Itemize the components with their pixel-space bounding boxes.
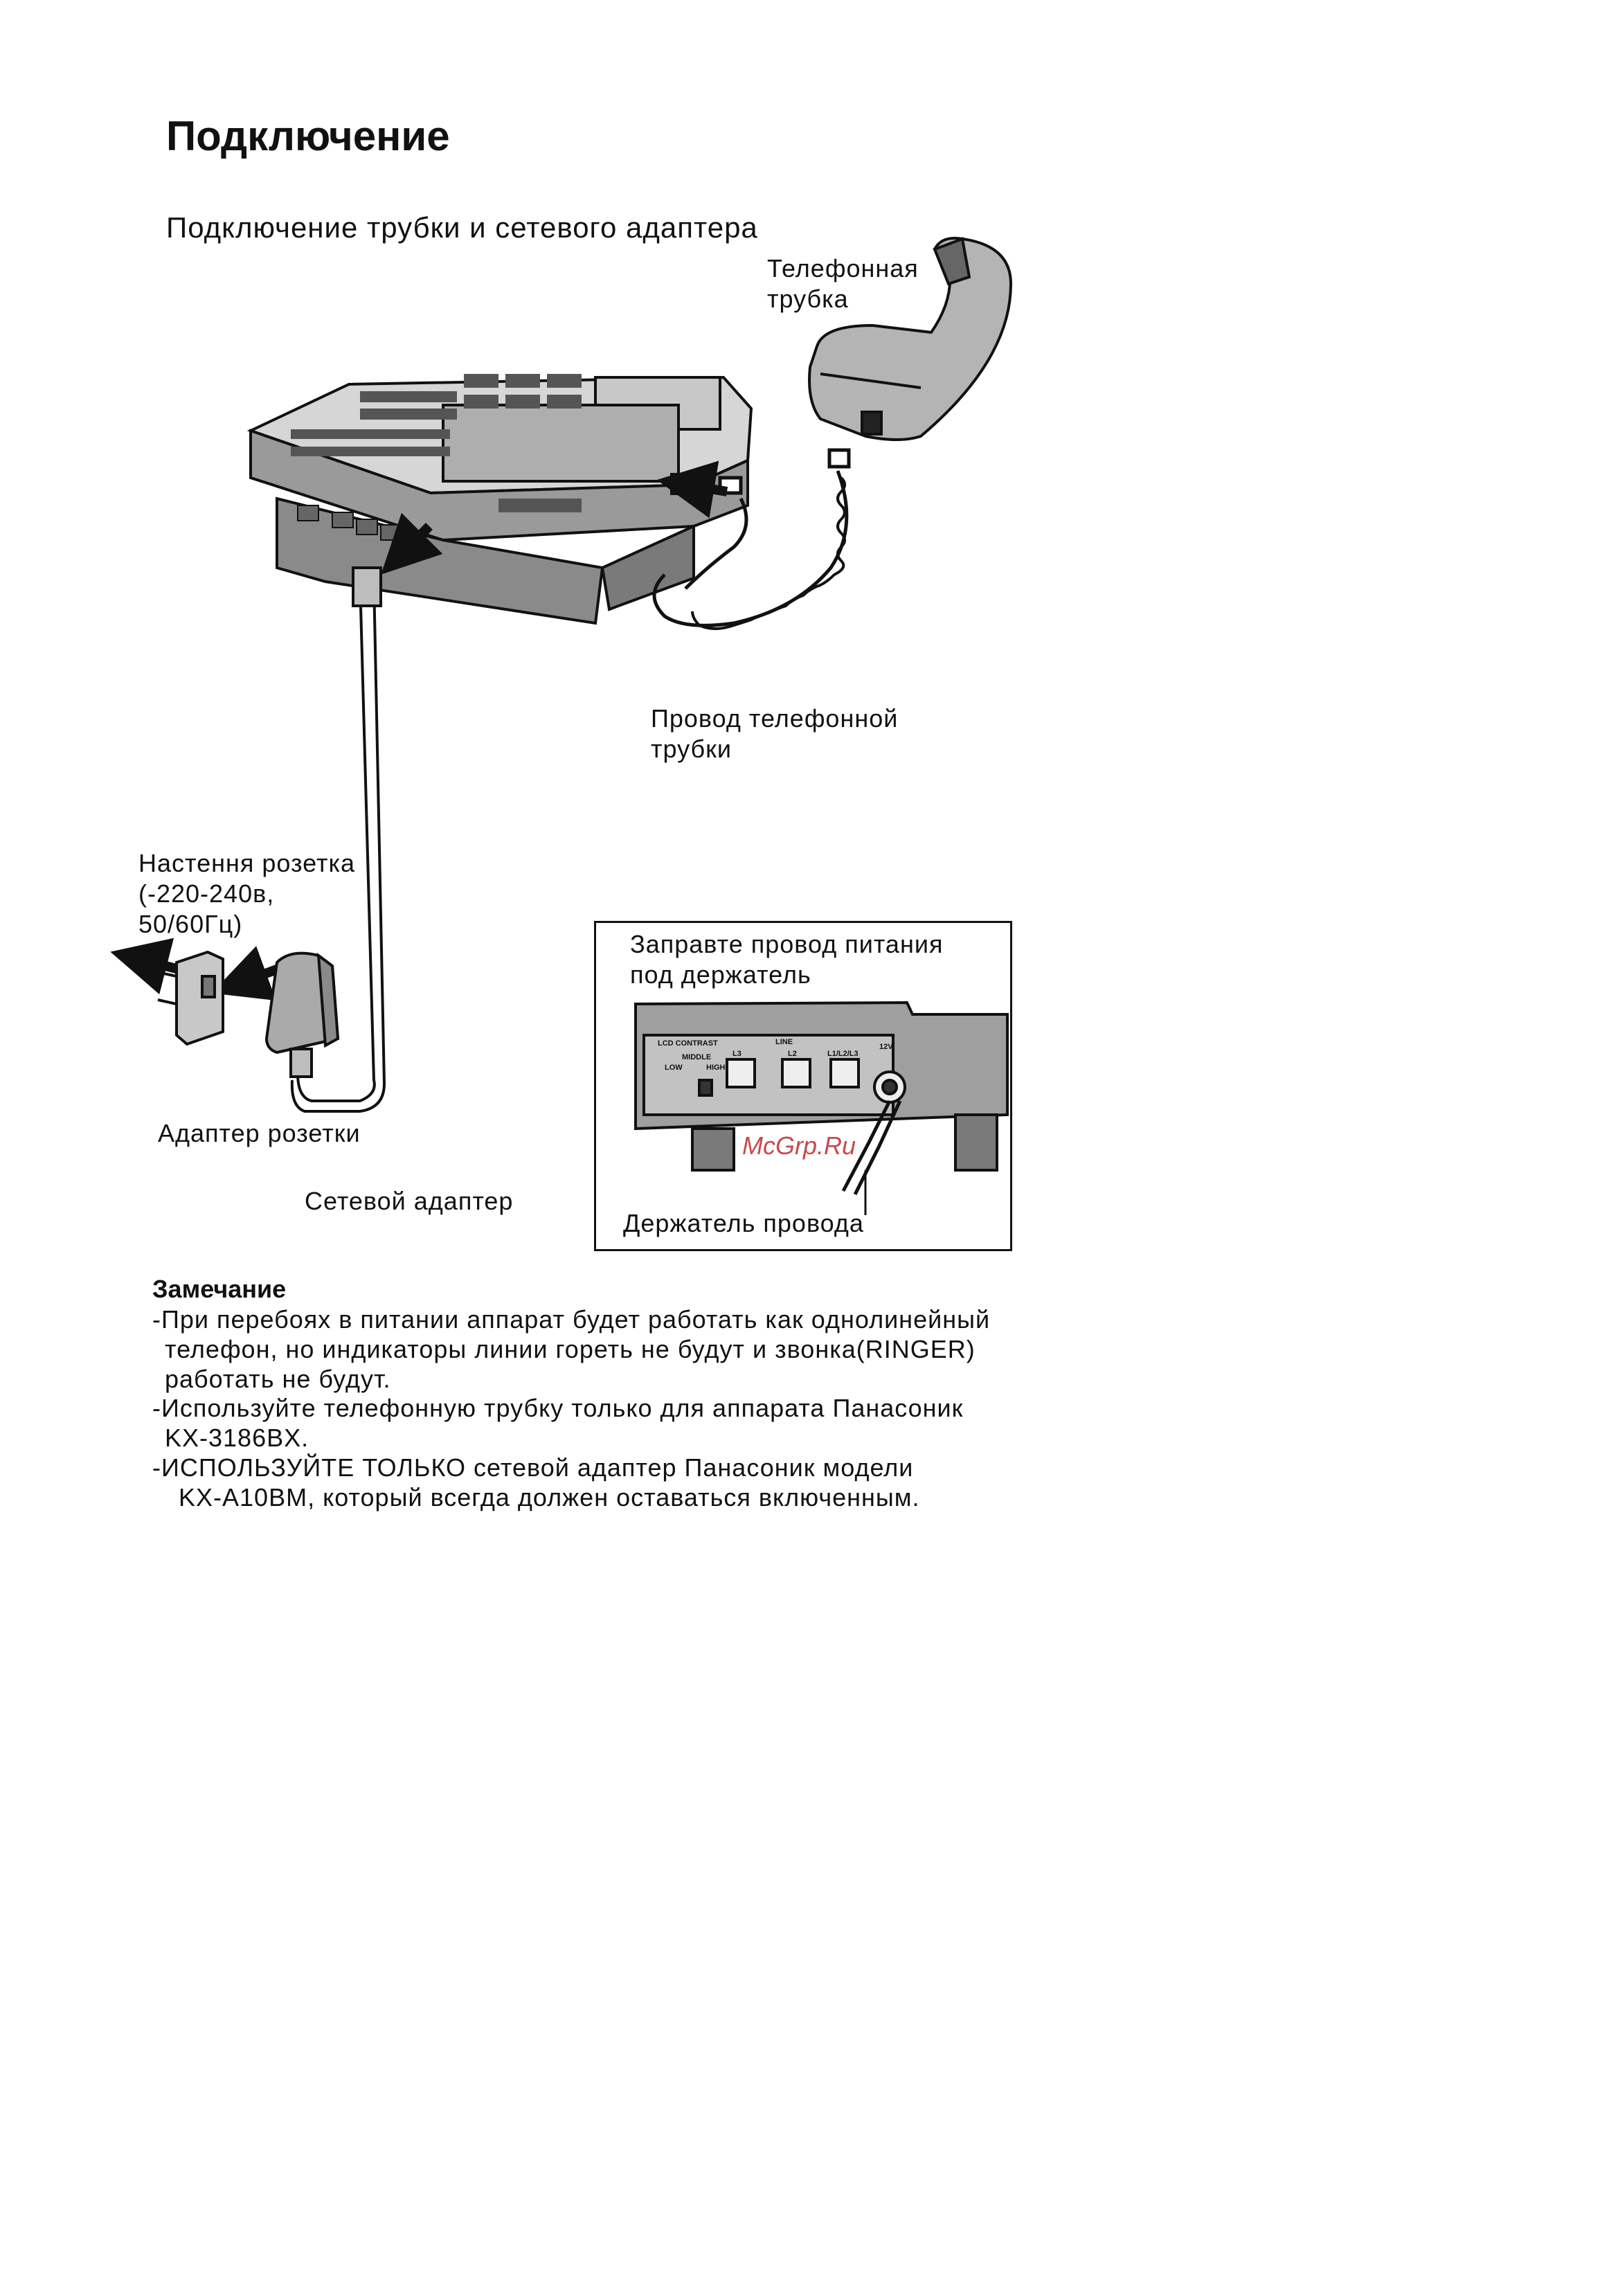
ac-adapter-label: Сетевой адаптер [305, 1187, 514, 1215]
outlet-adapter-label: Адаптер розетки [158, 1119, 361, 1147]
rear-panel-labels: LCD CONTRAST LINE MIDDLE LOW HIGH L3 L2 … [658, 1038, 893, 1072]
inset-caption: Заправте провод питания под держатель [630, 930, 944, 989]
plug-adapter-drawing [157, 950, 224, 1046]
handset-cord-label: Провод телефонной трубки [651, 704, 899, 763]
note-line: -ИСПОЛЬЗУЙТЕ ТОЛЬКО сетевой адаптер Пана… [152, 1453, 914, 1482]
note-line: работать не будут. [165, 1364, 391, 1393]
telephone-base-drawing [246, 374, 753, 625]
notes-title: Замечание [152, 1275, 287, 1303]
lcd-contrast-label: LCD CONTRAST [658, 1039, 718, 1048]
dc-label: 12V [879, 1043, 893, 1051]
line-label: LINE [775, 1038, 793, 1046]
page-title: Подключение [166, 113, 450, 159]
coiled-cord-drawing [652, 448, 851, 631]
inset-frame [594, 921, 1012, 1251]
ac-adapter-drawing [264, 951, 340, 1078]
low-label: LOW [665, 1064, 683, 1072]
note-line: KX-A10BM, который всегда должен оставать… [179, 1482, 920, 1512]
handset-label: Телефонная трубка [767, 254, 919, 313]
handset-drawing [808, 237, 1013, 441]
l1-label: L1/L2/L3 [827, 1050, 859, 1058]
middle-label: MIDDLE [682, 1053, 711, 1061]
rear-panel-drawing [634, 1001, 1009, 1215]
notes-list: -При перебоях в питании аппарат будет ра… [152, 1305, 1122, 1513]
l3-label: L3 [732, 1050, 741, 1058]
arrow-icon [110, 460, 728, 1001]
note-line: -При перебоях в питании аппарат будет ра… [152, 1305, 991, 1334]
power-cord-drawing [290, 566, 386, 1113]
note-line: телефон, но индикаторы линии гореть не б… [165, 1334, 976, 1363]
cord-holder-label: Держатель провода [623, 1209, 864, 1237]
section-subtitle: Подключение трубки и сетевого адаптера [166, 211, 758, 244]
watermark-text: McGrp.Ru [742, 1131, 856, 1160]
wall-outlet-label: Настення розетка (-220-240в, 50/60Гц) [138, 849, 355, 938]
high-label: HIGH [706, 1064, 726, 1072]
note-line: -Используйте телефонную трубку только дл… [152, 1394, 964, 1423]
note-line: KX-3186BX. [165, 1424, 309, 1453]
l2-label: L2 [788, 1050, 797, 1058]
